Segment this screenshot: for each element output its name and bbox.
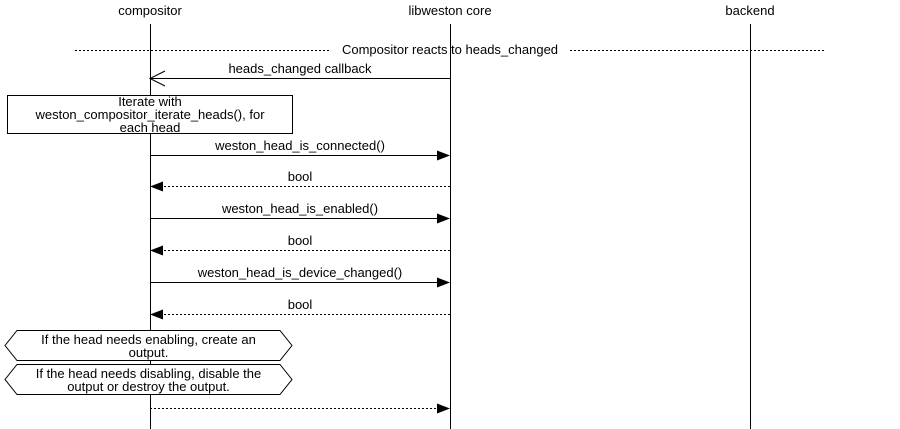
divider-label: Compositor reacts to heads_changed: [341, 42, 559, 57]
condition-shape-disabling: [4, 364, 293, 395]
participant-label-backend: backend: [725, 3, 775, 18]
filled-arrowhead-right-icon: [437, 403, 450, 414]
filled-arrowhead-left-icon: [150, 181, 163, 192]
filled-arrowhead-right-icon: [437, 213, 450, 224]
message-label-weston-head-is-enabled: weston_head_is_enabled(): [221, 201, 379, 216]
filled-arrowhead-left-icon: [150, 309, 163, 320]
condition-text-disabling: If the head needs disabling, disable the…: [35, 365, 262, 394]
message-label-weston-head-is-device-changed: weston_head_is_device_changed(): [197, 265, 403, 280]
message-label-weston-head-is-connected: weston_head_is_connected(): [215, 138, 385, 153]
filled-arrowhead-right-icon: [437, 150, 450, 161]
open-arrowhead-icon: [148, 70, 166, 87]
message-label-heads-changed-callback: heads_changed callback: [228, 61, 372, 76]
note-box: [7, 95, 293, 134]
participant-label-libweston-core: libweston core: [408, 3, 492, 18]
condition-text-enabling: If the head needs enabling, create an ou…: [41, 331, 256, 360]
message-label-bool-return-2: bool: [287, 233, 313, 248]
participant-label-compositor: compositor: [118, 3, 182, 18]
filled-arrowhead-left-icon: [150, 245, 163, 256]
note-text: Iterate with weston_compositor_iterate_h…: [35, 94, 265, 135]
filled-arrowhead-right-icon: [437, 277, 450, 288]
message-label-bool-return-1: bool: [287, 169, 313, 184]
message-label-bool-return-3: bool: [287, 297, 313, 312]
condition-shape-enabling: [4, 330, 293, 361]
